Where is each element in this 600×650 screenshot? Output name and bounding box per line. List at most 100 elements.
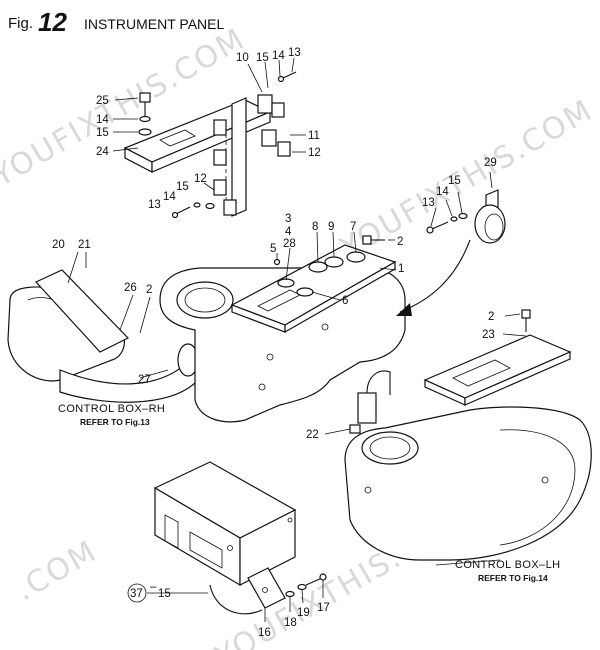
lock-washer (139, 115, 151, 123)
lever-panel (35, 269, 130, 353)
module-label (189, 531, 223, 569)
toggle-switch (357, 392, 377, 424)
indicator-light-lens (484, 213, 504, 241)
relay-component (277, 141, 291, 157)
screw (431, 221, 449, 230)
screw (305, 577, 323, 586)
callout-number: 20 (52, 239, 65, 251)
callout-number: 22 (306, 429, 319, 441)
callout-number: 25 (96, 95, 109, 107)
callout-number: 13 (288, 47, 301, 59)
callout-number: 11 (308, 130, 320, 142)
mount-hole (227, 545, 233, 551)
gauge (308, 261, 328, 273)
callout-number: 2 (397, 236, 403, 248)
control-box-rh (7, 235, 406, 423)
callout-number: 14 (163, 191, 176, 203)
screw (282, 71, 297, 79)
panel-cutout (452, 359, 511, 387)
captions: CONTROL BOX–RH REFER TO Fig.13 CONTROL B… (58, 403, 560, 583)
leader-lines (67, 57, 527, 622)
callout-number: 7 (350, 221, 356, 233)
screw-head (319, 573, 327, 581)
watermark-text: .COM (10, 534, 104, 608)
control-box-rh-reference: REFER TO Fig.13 (80, 417, 150, 427)
key-switch (277, 278, 295, 288)
screw-head (171, 211, 179, 219)
lever-cover (7, 286, 126, 382)
bolt-head (362, 235, 372, 245)
fig-prefix: Fig. (8, 15, 33, 32)
relay-component (213, 179, 227, 196)
callout-numbers: 10 15 14 13 25 14 15 24 11 12 12 15 14 1… (52, 47, 497, 639)
callout-number: 24 (96, 146, 109, 158)
bracket-vertical-plate (231, 97, 247, 217)
bracket-assembly (123, 71, 297, 219)
callout-dash: – (150, 581, 157, 593)
box-opening-inner (369, 436, 411, 460)
callout-number: 16 (258, 627, 271, 639)
washer (458, 212, 468, 220)
callout-number: 2 (146, 284, 152, 296)
relay-component (261, 129, 277, 147)
washer (205, 202, 215, 210)
mount-hole (364, 486, 372, 494)
callout-number: 27 (138, 374, 151, 386)
screw-head (426, 226, 434, 234)
relay-component (213, 119, 227, 136)
callout-number: 14 (272, 50, 285, 62)
watermark-text: YOUFIXTHIS.COM (0, 21, 252, 194)
callout-number: 17 (317, 602, 330, 614)
callout-number: 15 (176, 181, 189, 193)
gauge (346, 251, 366, 263)
callout-number: 15 (96, 127, 109, 139)
callout-number: 6 (342, 295, 348, 307)
washer (450, 216, 458, 222)
callout-number: 4 (285, 226, 292, 238)
bracket-cutout (159, 129, 196, 147)
switch-wire (366, 370, 391, 395)
mount-hole (287, 517, 293, 523)
callout-number: 13 (148, 199, 161, 211)
mount-hole (258, 383, 266, 391)
panel-lamp (296, 287, 314, 297)
switch-connector (349, 424, 361, 434)
callout-number: 28 (283, 238, 296, 250)
callout-number: 8 (312, 221, 318, 233)
washer (297, 583, 307, 591)
lower-module (153, 461, 327, 615)
screw (175, 206, 191, 215)
callout-number: 26 (124, 282, 137, 294)
fig-number: 12 (38, 7, 67, 37)
callout-number: 23 (482, 329, 495, 341)
direction-arrow (396, 239, 471, 316)
callout-number: 15 (448, 175, 461, 187)
callout-circle (127, 583, 147, 603)
relay-component (271, 102, 285, 118)
control-box-lh-label: CONTROL BOX–LH (455, 559, 560, 571)
washer (285, 590, 295, 598)
callout-number: 12 (308, 147, 321, 159)
gauge (324, 256, 344, 268)
control-box-lh-reference: REFER TO Fig.14 (478, 573, 548, 583)
relay-component (213, 149, 227, 166)
callout-number: 37 (130, 588, 143, 600)
callout-number: 14 (436, 186, 449, 198)
callout-number: 3 (285, 213, 291, 225)
wire-harness (209, 584, 263, 615)
module-side (239, 509, 296, 586)
flat-washer (138, 128, 152, 136)
arrow-head (396, 303, 412, 316)
callout-number: 5 (270, 243, 276, 255)
box-contour (499, 429, 576, 546)
switch-bracket (426, 189, 506, 244)
bolt-head (139, 92, 151, 103)
screw-head (273, 258, 281, 266)
relay-terminal (262, 587, 268, 593)
relay-component (257, 94, 273, 114)
instrument-panel-edge (284, 260, 396, 334)
callout-number: 19 (297, 607, 310, 619)
module-slot (164, 514, 179, 549)
callout-number: 14 (96, 114, 109, 126)
